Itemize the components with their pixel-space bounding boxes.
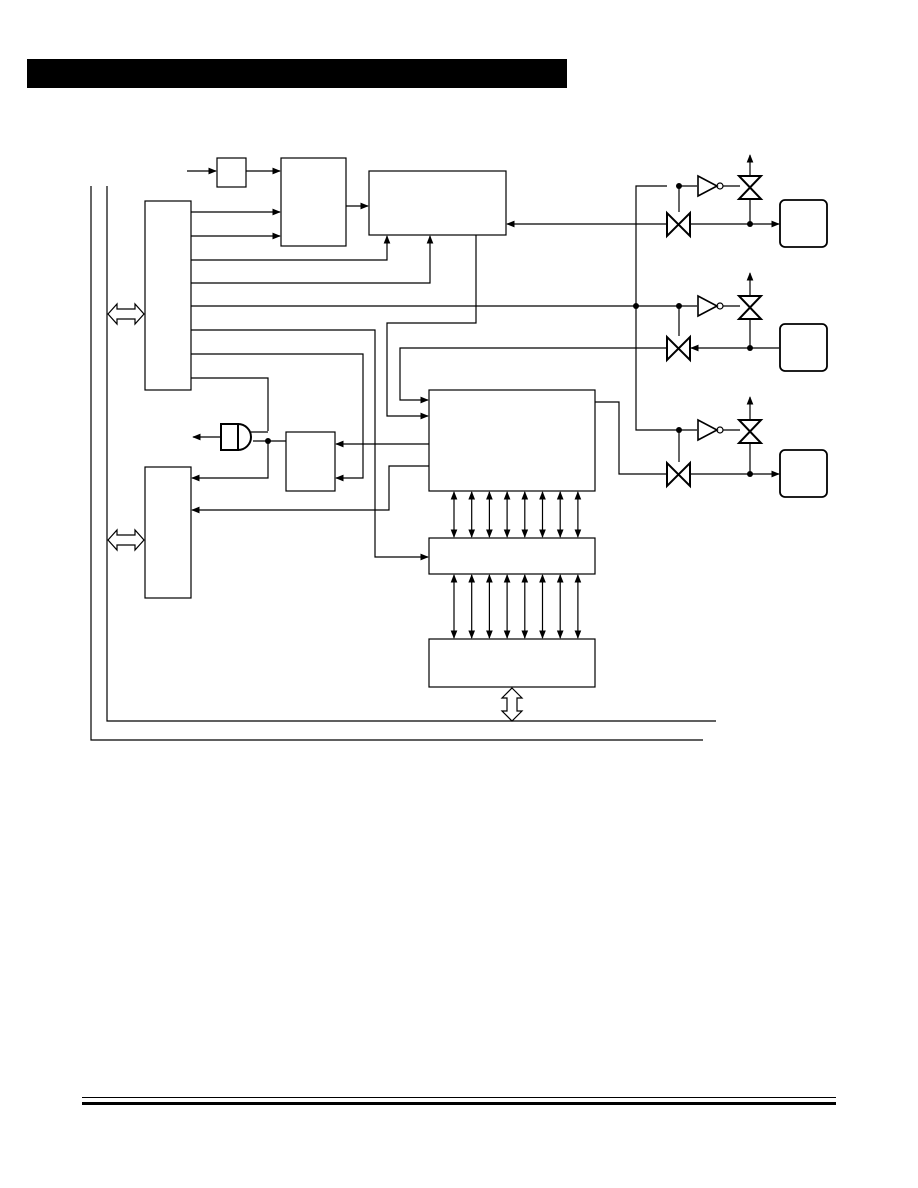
bus-arrow-icon <box>107 528 145 552</box>
transmission-gate-icon <box>666 210 780 239</box>
footer-rule-thick <box>82 1102 836 1105</box>
inverter-icon <box>697 418 740 442</box>
left-register-block-lower <box>144 466 192 599</box>
data-buffer-block <box>428 389 596 492</box>
inverter-icon <box>697 174 740 198</box>
pin-pad-3 <box>779 449 828 498</box>
bus-arrow-icon <box>107 302 145 326</box>
transmission-gate-icon <box>736 272 764 348</box>
transmission-gate-icon <box>736 154 764 224</box>
io-buffer-block <box>428 638 596 688</box>
small-block <box>216 157 247 188</box>
data-latch-block <box>428 537 596 575</box>
transmission-gate-icon <box>666 334 779 363</box>
data-bus-upper <box>450 491 582 538</box>
top-control-block <box>368 170 507 236</box>
mux-block <box>280 157 347 247</box>
transmission-gate-icon <box>736 396 764 474</box>
left-register-block-upper <box>144 200 192 391</box>
footer-rule-thin <box>82 1097 836 1098</box>
transmission-gate-icon <box>666 460 780 489</box>
pin-pad-1 <box>779 199 828 248</box>
outer-bus <box>90 186 716 741</box>
data-bus-lower <box>450 574 582 639</box>
inverter-icon <box>697 294 740 318</box>
and-gate-icon <box>220 423 268 451</box>
header-bar <box>27 59 567 88</box>
latch-block <box>285 431 336 492</box>
pin-pad-2 <box>779 323 828 372</box>
control-wires <box>187 167 666 561</box>
bus-arrow-icon <box>500 687 524 722</box>
